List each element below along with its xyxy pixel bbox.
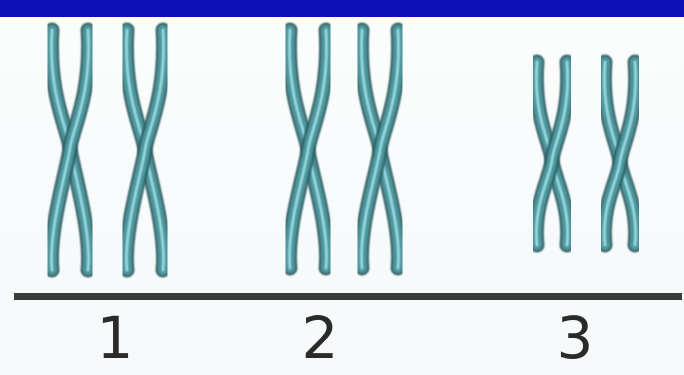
pair-2-label: 2 [290,308,350,368]
chromosome [536,62,567,245]
chromosome [361,30,398,268]
pair-1-label: 1 [85,308,145,368]
chromosome-pair-2 [289,30,398,268]
baseline-rule [14,293,682,300]
chromosome-pair-1 [51,30,163,270]
chromosome-pair-3 [536,62,635,245]
chromosome [51,30,88,270]
chromosome [604,62,635,245]
pair-3-label: 3 [545,308,605,368]
chromosome [126,30,163,270]
chromosome [289,30,326,268]
